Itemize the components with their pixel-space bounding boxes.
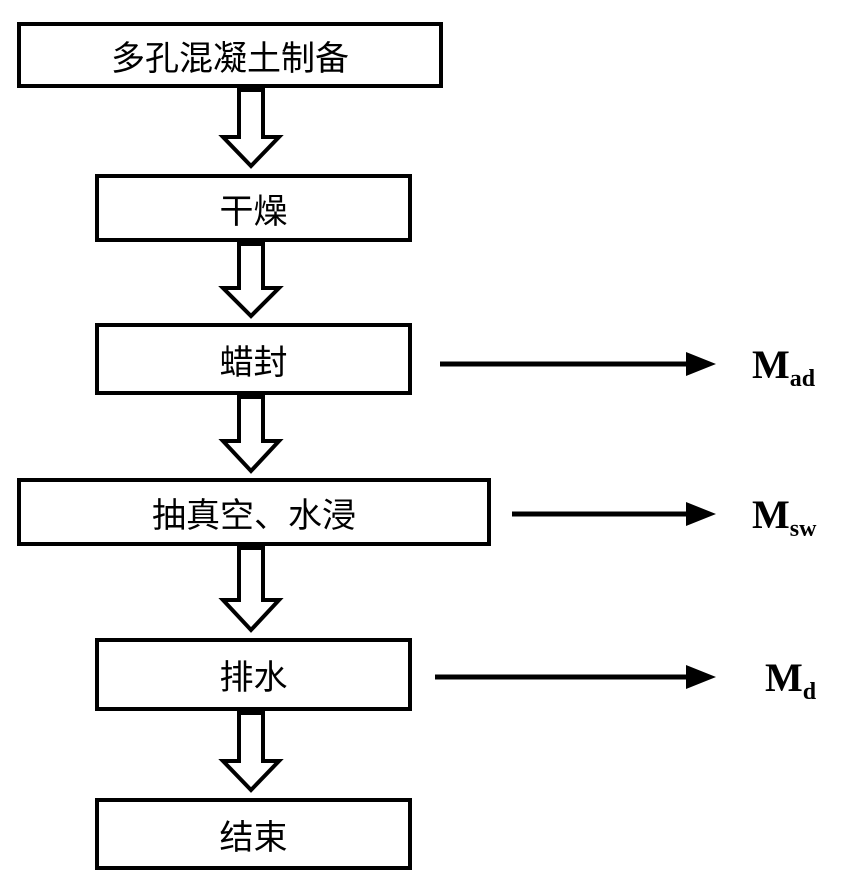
output-subscript: sw (789, 516, 817, 542)
step-drainage: 排水 (95, 638, 412, 711)
step-label: 干燥 (219, 191, 288, 232)
down-arrow-3 (218, 395, 284, 474)
output-m-sw: Msw (752, 491, 816, 543)
output-symbol: M (765, 655, 803, 700)
step-label: 多孔混凝土制备 (111, 38, 349, 79)
step-concrete-preparation: 多孔混凝土制备 (17, 22, 443, 88)
step-label: 蜡封 (219, 342, 288, 383)
step-vacuum-water-immersion: 抽真空、水浸 (17, 478, 491, 546)
step-label: 抽真空、水浸 (152, 495, 356, 536)
output-subscript: ad (789, 366, 816, 392)
step-drying: 干燥 (95, 174, 412, 242)
down-arrow-4 (218, 546, 284, 633)
down-arrow-1 (218, 88, 284, 169)
down-arrow-2 (218, 242, 284, 319)
step-wax-sealing: 蜡封 (95, 323, 412, 395)
output-symbol: M (752, 342, 790, 387)
right-arrow-1 (440, 352, 716, 376)
output-symbol: M (752, 492, 790, 537)
output-subscript: d (802, 679, 817, 705)
right-arrow-3 (435, 665, 716, 689)
output-m-ad: Mad (752, 341, 815, 393)
right-arrow-2 (512, 502, 716, 526)
step-label: 结束 (219, 817, 288, 858)
output-m-d: Md (765, 654, 816, 706)
step-end: 结束 (95, 798, 412, 870)
step-label: 排水 (219, 658, 288, 698)
down-arrow-5 (218, 711, 284, 793)
